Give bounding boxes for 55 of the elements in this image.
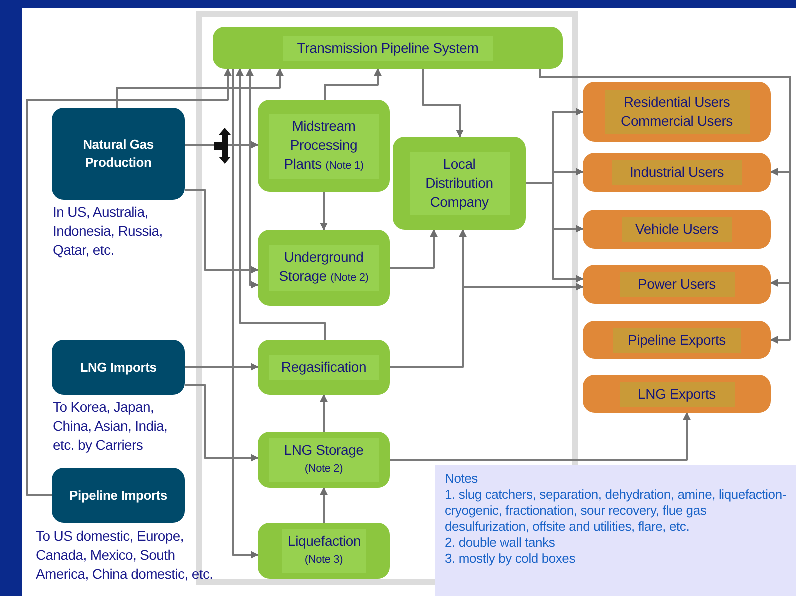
- node-label: Residential Users Commercial Users: [604, 90, 750, 134]
- note-text: 2. double wall tanks: [445, 535, 556, 551]
- end-use-box: [583, 210, 771, 249]
- flow-arrow: [390, 283, 584, 368]
- flow-arrow: [390, 229, 438, 269]
- process-box: [258, 340, 390, 395]
- node-label: Pipeline Exports: [613, 328, 741, 352]
- process-box: [258, 230, 390, 306]
- node-label: LNG Imports: [79, 358, 158, 377]
- flow-arrow: [185, 363, 259, 371]
- node-caption: To Korea, Japan, China, Asian, India, etc. by Carriers: [53, 398, 169, 455]
- flow-arrow: [422, 69, 464, 138]
- node-label: Industrial Users: [612, 160, 742, 185]
- flow-arrow: [320, 192, 328, 231]
- process-box: [258, 432, 390, 488]
- end-use-box: [583, 375, 771, 413]
- node-label: Transmission Pipeline System: [283, 36, 493, 60]
- node-caption: In US, Australia, Indonesia, Russia, Qatar, etc.: [53, 203, 164, 260]
- node-label: Local Distribution Company: [410, 152, 510, 215]
- source-box: [52, 468, 185, 523]
- note-text: 3. mostly by cold boxes: [445, 551, 577, 567]
- flow-arrow: [320, 487, 328, 523]
- node-label: Power Users: [620, 272, 734, 297]
- node-label: Regasification: [269, 355, 379, 380]
- node-label: Midstream Processing Plants (Note 1): [269, 114, 379, 178]
- node-label: Pipeline Imports: [68, 486, 168, 505]
- process-box: [258, 100, 390, 192]
- source-box: [52, 340, 185, 395]
- source-box: [52, 108, 185, 200]
- end-use-box: [583, 82, 771, 142]
- end-use-box: [583, 153, 771, 192]
- node-label: Liquefaction (Note 3): [282, 529, 366, 573]
- flow-arrow: [26, 68, 232, 496]
- node-caption: To US domestic, Europe, Canada, Mexico, South America, China domestic, etc.: [36, 527, 214, 584]
- flow-arrow: [236, 68, 326, 340]
- process-box: [213, 27, 563, 69]
- flow-arrow: [246, 68, 259, 289]
- flow-arrow: [185, 384, 259, 462]
- notes-heading: Notes: [445, 471, 479, 487]
- flow-arrow: [232, 69, 259, 559]
- flow-arrow: [320, 394, 328, 432]
- node-label: Underground Storage (Note 2): [269, 245, 379, 291]
- process-box: [393, 137, 526, 230]
- flow-arrow: [390, 412, 691, 461]
- node-label: Natural Gas Production: [82, 136, 155, 172]
- flow-arrow: [116, 68, 284, 108]
- end-use-box: [583, 265, 771, 304]
- end-use-box: [583, 321, 771, 359]
- node-label: Vehicle Users: [622, 217, 732, 242]
- flow-arrow: [324, 68, 382, 100]
- note-text: 1. slug catchers, separation, dehydration, amine, liquefaction-cryogenic, fractionation, sour recovery, flue gas desulfurization, offsite and utilities, flare, etc.: [445, 487, 788, 535]
- node-label: LNG Exports: [620, 382, 734, 406]
- node-label: LNG Storage (Note 2): [269, 438, 379, 482]
- process-box: [258, 523, 390, 579]
- flow-arrow: [185, 189, 259, 274]
